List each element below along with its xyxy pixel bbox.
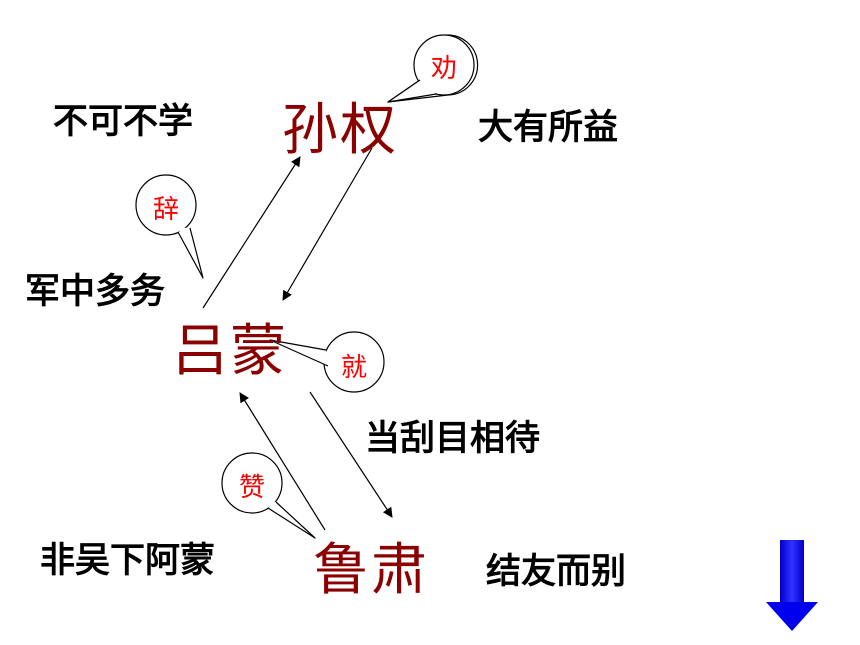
phrase-jieyouerbie: 结友而别 xyxy=(486,552,627,592)
bubble-zan xyxy=(221,452,283,514)
action-quan: 劝 xyxy=(431,54,458,84)
person-sunquan: 孙权 xyxy=(282,98,398,163)
phrase-danguamuxiangdai: 当刮目相待 xyxy=(365,419,541,459)
arrow-lusu-to-lvmeng xyxy=(239,392,326,531)
arrow-lvmeng-to-lusu xyxy=(309,391,393,518)
person-lvmeng: 吕蒙 xyxy=(172,319,288,384)
action-zan: 赞 xyxy=(239,473,266,503)
phrase-junzhongduowu: 军中多务 xyxy=(25,272,166,312)
phrase-bukebuxue: 不可不学 xyxy=(53,102,194,142)
action-jiu: 就 xyxy=(341,353,368,383)
arrow-sunquan-to-lvmeng xyxy=(282,147,373,301)
action-ci: 辞 xyxy=(153,195,180,225)
phrase-feiwuxiaamemg: 非吴下阿蒙 xyxy=(40,541,216,581)
phrase-dayousuoyi: 大有所益 xyxy=(478,108,619,148)
bubble-ci xyxy=(135,174,197,236)
person-lusu: 鲁肃 xyxy=(313,538,429,603)
down-arrow-icon[interactable] xyxy=(766,540,818,631)
arrow-lvmeng-to-sunquan xyxy=(202,156,301,309)
